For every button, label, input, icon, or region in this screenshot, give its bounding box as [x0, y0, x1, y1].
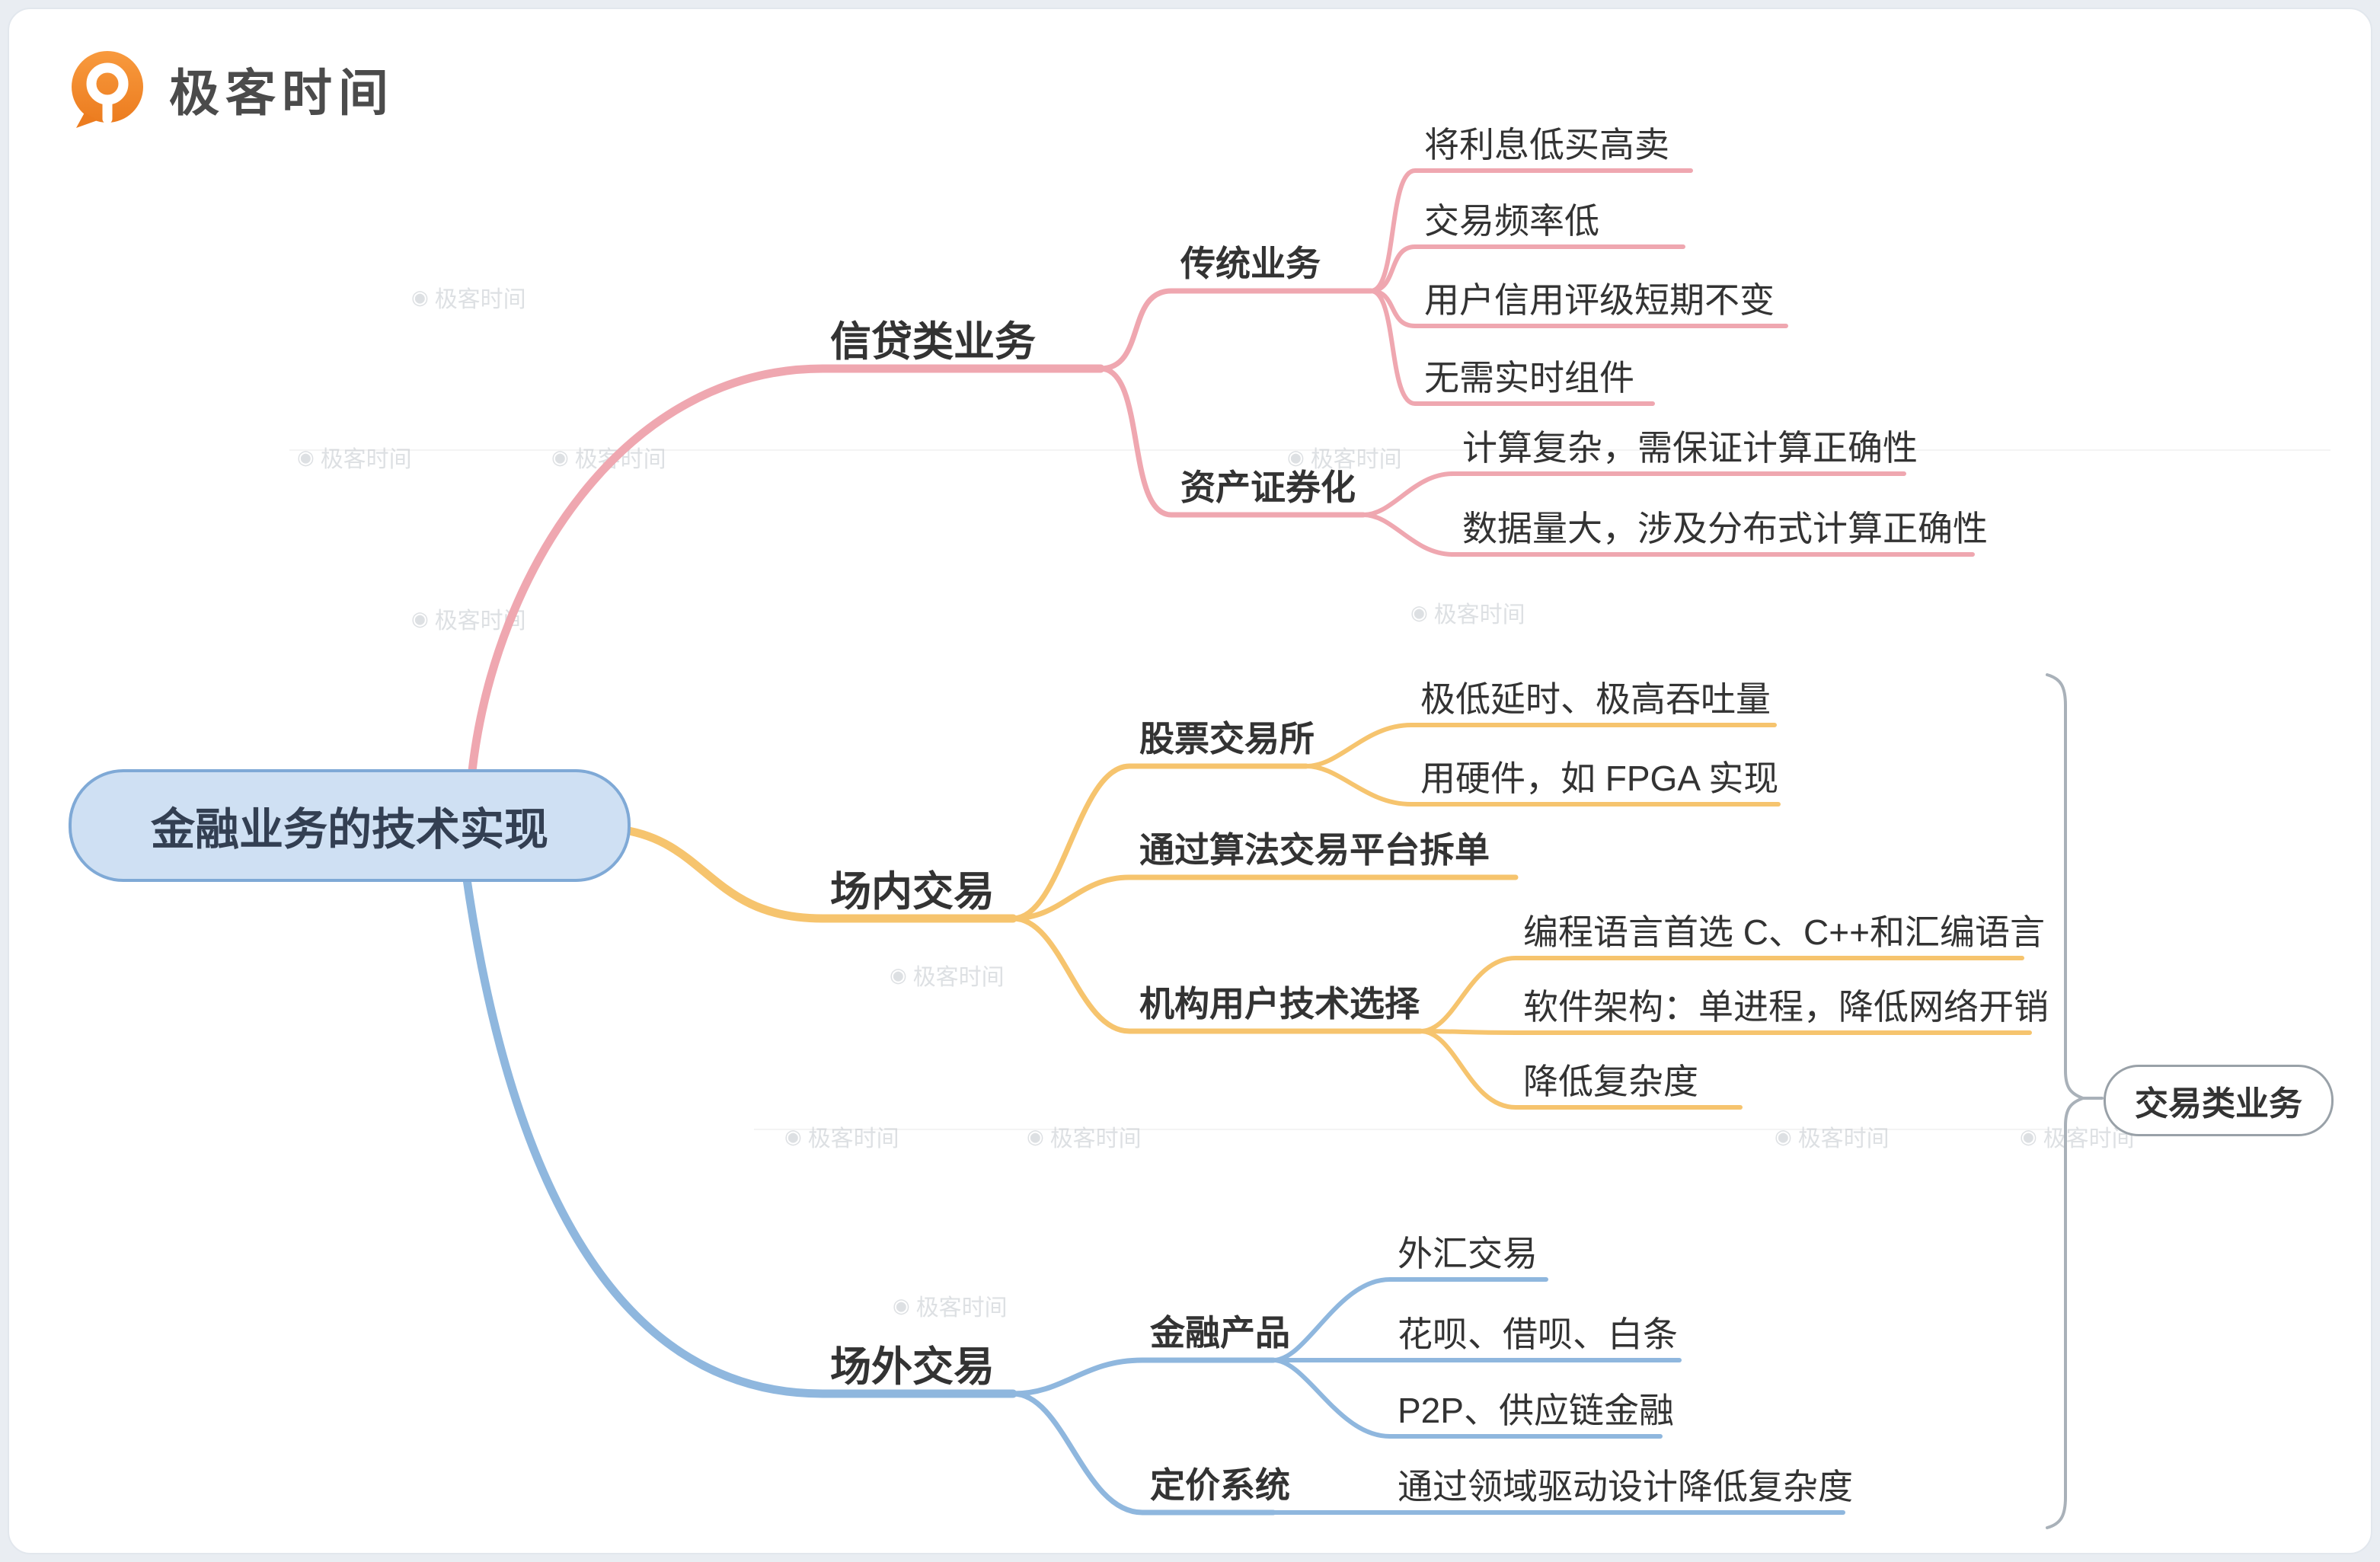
branch-curve: [1010, 1391, 1276, 1516]
bracket-curve: [2046, 673, 2088, 1529]
leaf-low-trade-frequency[interactable]: 交易频率低: [1424, 201, 1599, 241]
leaf-hardware-fpga[interactable]: 用硬件，如 FPGA 实现: [1420, 759, 1779, 798]
watermark-text: 极客时间: [434, 287, 526, 312]
root-node[interactable]: 金融业务的技术实现: [69, 769, 631, 882]
watermark: ◉极客时间: [890, 958, 1005, 992]
leaf-curve: [1271, 1277, 1548, 1362]
leaf-curve: [1361, 513, 1975, 557]
node-financial-products[interactable]: 金融产品: [1150, 1313, 1290, 1353]
leaf-complex-computation[interactable]: 计算复杂，需保证计算正确性: [1462, 428, 1918, 468]
watermark: ◉极客时间: [297, 440, 412, 474]
leaf-domain-driven-design[interactable]: 通过领域驱动设计降低复杂度: [1398, 1467, 1853, 1506]
brand-logo: 极客时间: [65, 47, 395, 131]
credit-branch-lines: [468, 168, 1975, 775]
node-traditional-business[interactable]: 传统业务: [1180, 244, 1321, 283]
watermark-logo-icon: ◉: [551, 445, 569, 468]
leaf-forex-trading[interactable]: 外汇交易: [1398, 1234, 1538, 1273]
watermark-logo-icon: ◉: [2020, 1124, 2037, 1148]
watermark-text: 极客时间: [1310, 447, 1402, 472]
leaf-p2p-supply-chain[interactable]: P2P、供应链金融: [1398, 1391, 1674, 1430]
branch-curve: [620, 826, 1017, 923]
watermark-text: 极客时间: [1433, 602, 1525, 628]
watermark: ◉极客时间: [1287, 440, 1402, 474]
leaf-curve: [1304, 723, 1777, 768]
leaf-curve: [1418, 956, 2024, 1033]
watermark-text: 极客时间: [1049, 1126, 1142, 1152]
watermark-logo-icon: ◉: [1287, 445, 1305, 468]
watermark-logo-icon: ◉: [411, 285, 429, 308]
watermark-logo-icon: ◉: [893, 1293, 910, 1317]
watermark-logo-icon: ◉: [297, 445, 315, 468]
leaf-interest-spread[interactable]: 将利息低买高卖: [1424, 125, 1669, 165]
brand-name: 极客时间: [169, 65, 395, 121]
watermark-text: 极客时间: [912, 965, 1005, 990]
branch-curve: [462, 870, 1017, 1398]
leaf-curve: [1369, 289, 1655, 406]
watermark-text: 极客时间: [1797, 1126, 1890, 1152]
branch-curve: [1010, 874, 1519, 922]
watermark-logo-icon: ◉: [1410, 600, 1428, 624]
leaf-curve: [1369, 244, 1685, 293]
branch-exchange-trading[interactable]: 场内交易: [830, 869, 995, 915]
watermark: ◉极客时间: [1027, 1120, 1142, 1153]
watermark: ◉极客时间: [893, 1289, 1008, 1322]
watermark-logo-icon: ◉: [1027, 1124, 1044, 1148]
geektime-logo-icon: [72, 51, 143, 128]
node-algo-split-orders[interactable]: 通过算法交易平台拆单: [1139, 830, 1490, 870]
node-stock-exchange[interactable]: 股票交易所: [1139, 719, 1315, 759]
watermark-text: 极客时间: [320, 447, 412, 472]
leaf-single-process-arch[interactable]: 软件架构：单进程，降低网络开销: [1523, 987, 2049, 1027]
leaf-curve: [1418, 1029, 2032, 1035]
leaf-language-c-cpp-asm[interactable]: 编程语言首选 C、C++和汇编语言: [1523, 912, 2045, 952]
leaf-no-realtime-component[interactable]: 无需实时组件: [1424, 358, 1634, 398]
branch-curve: [1010, 1357, 1276, 1397]
watermark: ◉极客时间: [1775, 1120, 1890, 1153]
leaf-curve: [1304, 764, 1781, 807]
node-pricing-system[interactable]: 定价系统: [1150, 1465, 1290, 1505]
branch-otc-trading[interactable]: 场外交易: [830, 1344, 995, 1390]
leaf-huabei-jiebei-baitiao[interactable]: 花呗、借呗、白条: [1398, 1314, 1678, 1354]
leaf-low-latency-high-throughput[interactable]: 极低延时、极高吞吐量: [1420, 679, 1771, 719]
branch-curve: [1097, 288, 1374, 372]
watermark: ◉极客时间: [551, 440, 666, 474]
watermark-logo-icon: ◉: [411, 606, 429, 630]
watermark: ◉极客时间: [1410, 596, 1525, 629]
watermark-logo-icon: ◉: [784, 1124, 802, 1148]
leaf-curve: [1369, 168, 1693, 293]
summary-trading-business[interactable]: 交易类业务: [2104, 1065, 2334, 1136]
leaf-credit-rating-stable[interactable]: 用户信用评级短期不变: [1424, 280, 1775, 320]
watermark-text: 极客时间: [915, 1295, 1008, 1321]
leaf-curve: [1361, 471, 1906, 517]
faint-guide-line: [289, 449, 2330, 451]
branch-curve: [1097, 366, 1366, 518]
leaf-big-data-distributed[interactable]: 数据量大，涉及分布式计算正确性: [1462, 509, 1988, 548]
watermark: ◉极客时间: [411, 280, 526, 314]
leaf-reduce-complexity[interactable]: 降低复杂度: [1523, 1062, 1698, 1101]
watermark: ◉极客时间: [784, 1120, 899, 1153]
exchange-branch-lines: [620, 723, 2032, 1110]
watermark-logo-icon: ◉: [890, 963, 907, 986]
branch-curve: [468, 364, 1105, 775]
node-asset-securitization[interactable]: 资产证券化: [1180, 468, 1356, 507]
watermark-text: 极客时间: [807, 1126, 899, 1152]
leaf-curve: [1271, 1358, 1663, 1439]
faint-guide-line: [754, 1129, 2049, 1130]
otc-branch-lines: [462, 870, 1845, 1516]
watermark-logo-icon: ◉: [1775, 1124, 1792, 1148]
summary-bracket: [2046, 673, 2104, 1529]
leaf-curve: [1418, 1029, 1743, 1110]
branch-credit-business[interactable]: 信贷类业务: [830, 319, 1036, 365]
node-institutional-tech-choice[interactable]: 机构用户技术选择: [1139, 984, 1420, 1024]
branch-curve: [1010, 763, 1309, 922]
branch-curve: [1010, 915, 1423, 1034]
